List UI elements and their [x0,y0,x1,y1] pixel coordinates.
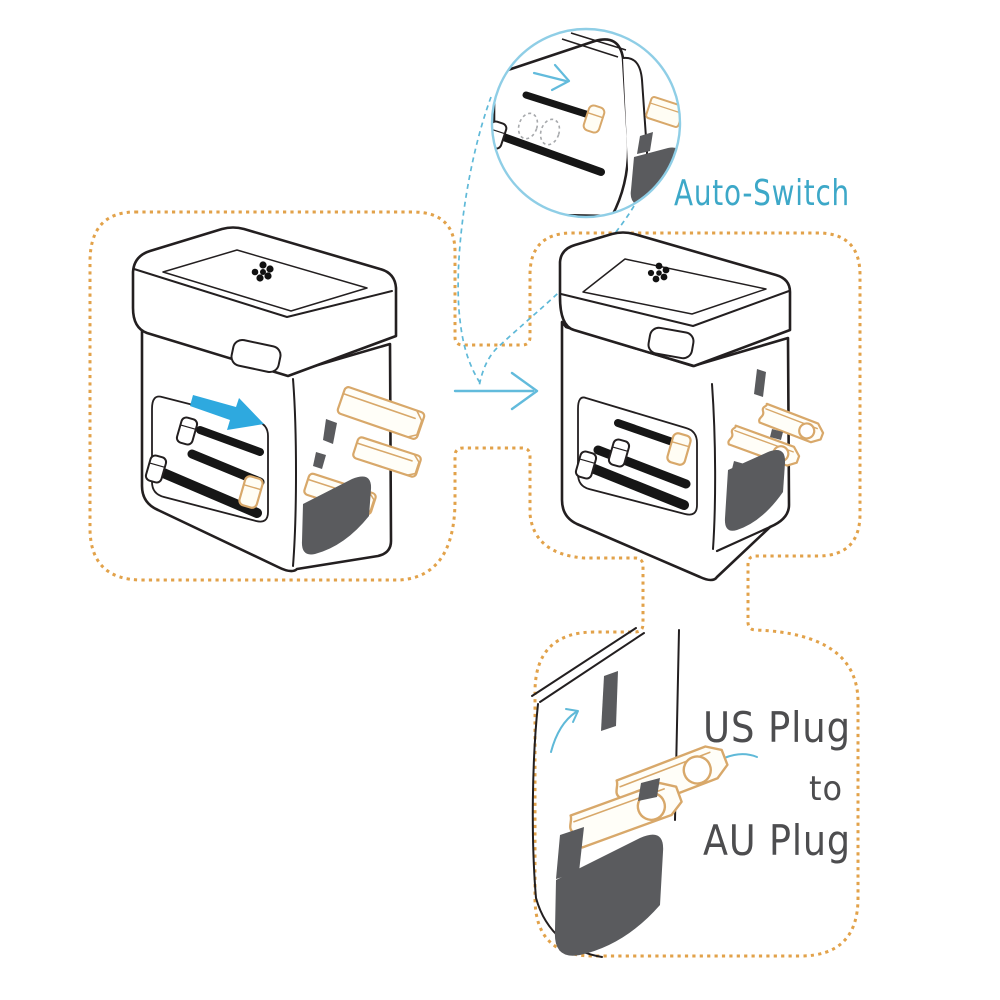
uk-pin-top [336,386,426,440]
slider-knob-white [175,416,199,446]
bottom-detail: US Plug to AU Plug [531,627,851,958]
adapter-front-right-edge [292,378,297,567]
adapter-lid-plateau [582,258,767,315]
slider-knob-tan [666,432,692,466]
inset-slider-track-lower [494,131,605,176]
side-vent [754,369,766,397]
adapter-lid-ridge [133,268,393,318]
rubber-foot [301,476,372,555]
rotate-arrow-left-icon [550,708,579,753]
adapter-lid-plateau [162,249,368,312]
magnifier-inset [490,27,682,219]
auto-switch-label: Auto-Switch [674,173,850,214]
adapter-front-right-edge [711,383,717,550]
detail-device-edge [531,627,645,703]
inset-slider-track-upper [522,91,593,119]
inset-knob-tan [582,104,606,134]
step-arrow-icon [453,371,539,411]
slide-arrow-icon [190,395,264,430]
adapter-body-bottom-edge [715,525,772,553]
slider-track-3 [577,459,689,510]
adapter-lid-ridge [560,290,790,327]
slider-knob-white [144,454,168,484]
au-plug-label: AU Plug [703,816,851,865]
detail-rubber-foot [554,834,664,956]
adapter-lid [131,226,398,378]
inset-circle [490,27,682,219]
latch-slot [647,326,695,360]
ghost-knob-1 [517,112,539,140]
detail-vent-top [601,671,618,731]
uk-pin-middle [352,436,422,478]
socket-mark [323,419,337,444]
slider-knob-white [607,438,631,468]
blade-gap-mark [770,429,783,440]
left-adapter [131,226,426,573]
inset-pin-fragment [645,96,680,128]
rubber-foot [724,450,786,531]
adapter-lid [558,231,792,368]
slider-knob-tan [238,475,264,509]
socket-mark [313,452,326,469]
inset-lid-edge [561,32,627,58]
us-blade-top [758,402,825,444]
inset-slide-arrow-icon [532,63,571,92]
latch-slot [230,338,282,374]
to-label: to [809,769,843,809]
promate-logo [251,261,274,282]
detail-blade-gap-mark [638,778,660,801]
slider-track-3 [156,467,262,518]
slider-panel [577,396,698,516]
inset-vent [637,132,653,154]
detail-vent-left [556,827,584,879]
ghost-knob-2 [539,118,561,146]
callout-curve-left [457,96,492,387]
slider-knob-white [574,450,598,480]
promate-logo [647,262,670,283]
us-plug-label: US Plug [703,703,851,752]
right-adapter [558,231,825,582]
slider-track-1 [196,426,264,456]
